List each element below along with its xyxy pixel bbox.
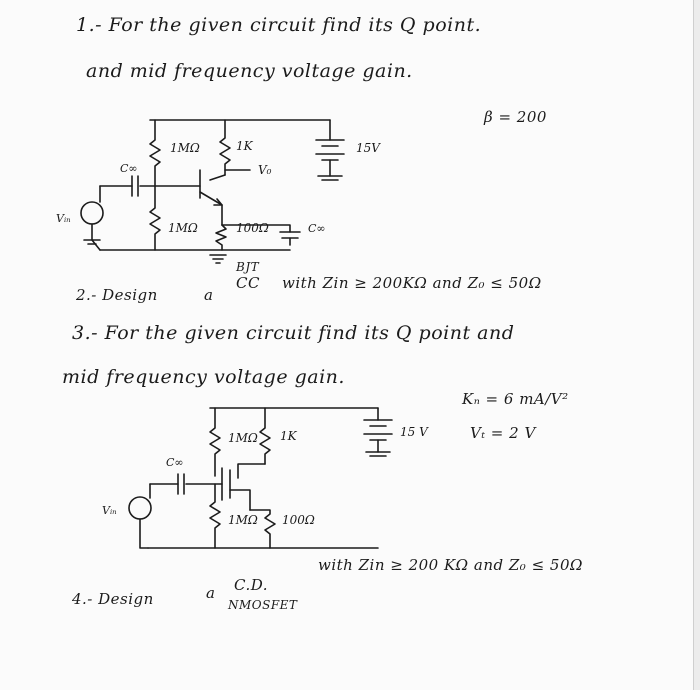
c1-supply: 15V <box>356 141 381 155</box>
problem4-spec: with Zin ≥ 200 KΩ and Z₀ ≤ 50Ω <box>318 556 583 574</box>
problem2-type: BJT <box>236 260 260 274</box>
problem2-article: a <box>204 286 214 304</box>
c1-source: Vᵢₙ <box>56 212 71 225</box>
c1-r-bottom-right: 100Ω <box>236 221 269 235</box>
c2-r-top-left: 1MΩ <box>228 431 258 445</box>
problem4-config: C.D. <box>234 576 268 594</box>
problem3-kn: Kₙ = 6 mA/V² <box>462 390 569 408</box>
c1-r-top-left: 1MΩ <box>170 141 200 155</box>
c2-coupling-cap: C∞ <box>166 456 184 469</box>
problem2-spec: with Zin ≥ 200KΩ and Z₀ ≤ 50Ω <box>282 274 542 292</box>
problem1-line2: and mid frequency voltage gain. <box>86 60 413 82</box>
page-edge <box>693 0 700 690</box>
problem2-label: 2.- Design <box>76 286 158 304</box>
problem3-vt: Vₜ = 2 V <box>470 424 536 442</box>
problem1-line1: 1.- For the given circuit find its Q poi… <box>76 14 482 36</box>
problem3-line1: 3.- For the given circuit find its Q poi… <box>72 322 515 344</box>
c1-r-bottom-left: 1MΩ <box>168 221 198 235</box>
c2-source: Vᵢₙ <box>102 504 117 517</box>
problem4-label: 4.- Design <box>72 590 154 608</box>
c1-output: V₀ <box>258 163 272 177</box>
problem3-line2: mid frequency voltage gain. <box>62 366 345 388</box>
problem4-article: a <box>206 584 216 602</box>
c1-coupling-cap: C∞ <box>120 162 138 175</box>
c2-r-bottom-right: 100Ω <box>282 513 315 527</box>
c1-bypass-cap: C∞ <box>308 222 326 235</box>
c1-r-top-right: 1K <box>236 139 254 153</box>
c2-supply: 15 V <box>400 425 429 439</box>
c2-r-top-right: 1K <box>280 429 298 443</box>
problem2-config: CC <box>236 274 260 292</box>
c2-r-bottom-left: 1MΩ <box>228 513 258 527</box>
problem4-type: NMOSFET <box>228 598 298 612</box>
problem1-beta: β = 200 <box>484 108 547 126</box>
